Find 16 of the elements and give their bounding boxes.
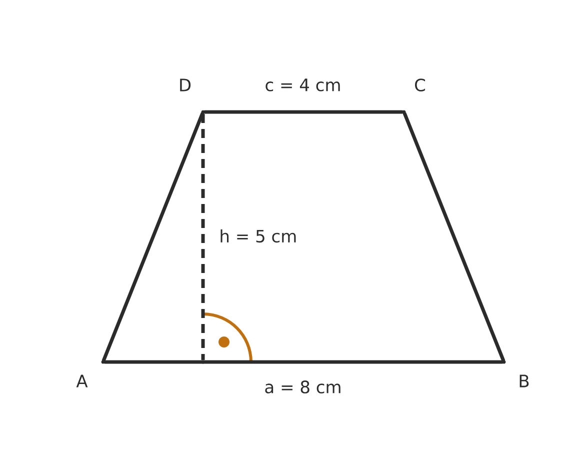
edge-label: h = 5 cm <box>217 227 300 245</box>
edge-label: a = 8 cm <box>262 378 344 396</box>
vertex-label: D <box>180 78 191 92</box>
vertex-label: A <box>76 374 88 388</box>
side-line <box>203 110 404 114</box>
side-line <box>103 360 504 364</box>
vertex-point <box>502 360 529 388</box>
vertex-point <box>180 78 205 114</box>
side-line <box>102 112 204 362</box>
side-line <box>402 112 506 362</box>
vertex-label: B <box>520 374 529 388</box>
edge-label: c = 4 cm <box>262 76 344 94</box>
vertex-point <box>402 78 425 114</box>
vertex-point <box>76 360 105 388</box>
vertex-label: C <box>415 78 425 92</box>
side-line <box>201 114 205 360</box>
